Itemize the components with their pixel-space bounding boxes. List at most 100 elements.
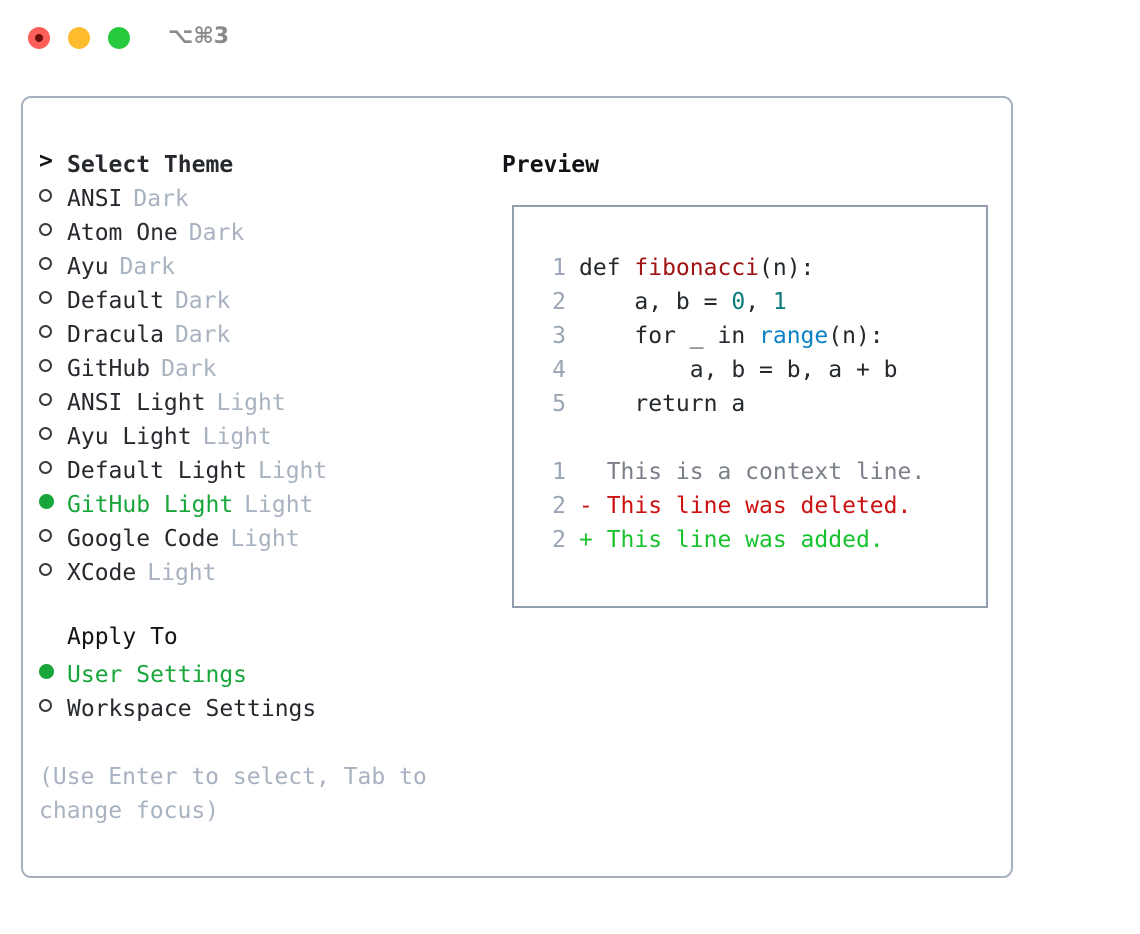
theme-item-label: Dracula	[67, 322, 164, 348]
code-line: 3 for _ in range(n):	[536, 319, 976, 353]
radio-unselected-icon	[39, 182, 67, 216]
theme-item-variant-tag: Dark	[133, 186, 189, 212]
close-window-button[interactable]	[28, 27, 50, 49]
radio-unselected-icon	[39, 386, 67, 420]
preview-column: Preview	[502, 148, 1002, 182]
theme-item-variant-tag: Light	[202, 424, 272, 450]
theme-list-item[interactable]: Ayu Dark	[39, 250, 489, 284]
code-line: 4 a, b = b, a + b	[536, 353, 976, 387]
theme-list-item[interactable]: Default Light Light	[39, 454, 489, 488]
preview-title: Preview	[502, 152, 599, 178]
theme-item-label: Google Code	[67, 526, 220, 552]
list-spacer	[39, 590, 489, 624]
code-token-number: 0	[731, 289, 746, 315]
diff-line-number: 2	[552, 527, 566, 553]
theme-item-variant-tag: Dark	[161, 356, 217, 382]
theme-list-item[interactable]: GitHub Light Light	[39, 488, 489, 522]
theme-item-label: Ayu	[67, 254, 109, 280]
theme-item-label: GitHub	[67, 356, 151, 382]
diff-line: 2 - This line was deleted.	[536, 489, 976, 523]
apply-to-option-label: User Settings	[67, 662, 248, 688]
theme-item-variant-tag: Light	[258, 458, 328, 484]
code-line-text: for _ in range(n):	[579, 319, 884, 353]
theme-item-variant-tag: Dark	[174, 322, 231, 348]
theme-list-item[interactable]: ANSI Light Light	[39, 386, 489, 420]
theme-item-variant-tag: Light	[230, 526, 300, 552]
code-line-text: def fibonacci(n):	[579, 251, 814, 285]
radio-unselected-icon	[39, 216, 67, 250]
code-line-number: 3	[552, 323, 566, 349]
code-token-plain: a, b =	[579, 289, 732, 315]
code-line: 5 return a	[536, 387, 976, 421]
close-icon	[35, 34, 43, 42]
theme-list-item[interactable]: GitHub Dark	[39, 352, 489, 386]
diff-line-text-added: + This line was added.	[579, 527, 884, 553]
theme-list-item[interactable]: XCode Light	[39, 556, 489, 590]
theme-item-variant-tag: Light	[147, 560, 217, 586]
theme-list-item[interactable]: Dracula Dark	[39, 318, 489, 352]
code-diff-spacer	[536, 421, 976, 455]
theme-item-label: ANSI Light	[67, 390, 206, 416]
keyboard-shortcut-label: ⌥⌘3	[168, 24, 230, 49]
radio-selected-icon	[39, 488, 67, 522]
window-titlebar: ⌥⌘3	[0, 0, 1140, 78]
code-token-plain: (n):	[759, 255, 815, 281]
code-token-plain: return a	[579, 391, 746, 417]
theme-item-variant-tag: Light	[216, 390, 286, 416]
diff-line-number: 1	[552, 459, 566, 485]
radio-unselected-icon	[39, 284, 67, 318]
apply-to-option[interactable]: User Settings	[39, 658, 489, 692]
radio-unselected-icon	[39, 250, 67, 284]
theme-list-item[interactable]: Ayu Light Light	[39, 420, 489, 454]
code-token-number: 1	[772, 289, 787, 315]
theme-item-label: ANSI	[67, 186, 123, 212]
theme-list-item[interactable]: ANSI Dark	[39, 182, 489, 216]
code-line-number: 2	[552, 289, 566, 315]
diff-line-number: 2	[552, 493, 566, 519]
theme-item-label: Ayu Light	[67, 424, 192, 450]
code-line-text: return a	[579, 387, 745, 421]
theme-item-variant-tag: Light	[244, 492, 314, 518]
theme-item-label: GitHub Light	[67, 492, 234, 518]
radio-unselected-icon	[39, 556, 67, 590]
theme-item-label: Default Light	[67, 458, 248, 484]
radio-unselected-icon	[39, 692, 67, 726]
theme-list-header: >Select Theme	[39, 148, 489, 182]
code-token-plain: ,	[745, 289, 773, 315]
code-line-text: a, b = 0, 1	[579, 285, 787, 319]
radio-unselected-icon	[39, 420, 67, 454]
radio-unselected-icon	[39, 522, 67, 556]
apply-to-option[interactable]: Workspace Settings	[39, 692, 489, 726]
code-token-function: fibonacci	[634, 255, 760, 281]
diff-line-text-deleted: - This line was deleted.	[579, 493, 912, 519]
diff-line: 2 + This line was added.	[536, 523, 976, 557]
diff-line-text-context: This is a context line.	[579, 459, 926, 485]
code-line: 2 a, b = 0, 1	[536, 285, 976, 319]
code-line-text: a, b = b, a + b	[579, 353, 898, 387]
zoom-window-button[interactable]	[108, 27, 130, 49]
diff-lines-container: 1 This is a context line. 2 - This line wa…	[536, 455, 976, 557]
minimize-window-button[interactable]	[68, 27, 90, 49]
theme-item-variant-tag: Dark	[119, 254, 175, 280]
theme-item-label: XCode	[67, 560, 137, 586]
radio-unselected-icon	[39, 454, 67, 488]
apply-to-option-label: Workspace Settings	[67, 696, 317, 722]
diff-line: 1 This is a context line.	[536, 455, 976, 489]
code-token-plain: def	[579, 255, 635, 281]
code-token-plain: a, b = b, a + b	[579, 357, 898, 383]
code-token-builtin: range	[759, 323, 829, 349]
theme-list-item[interactable]: Google Code Light	[39, 522, 489, 556]
prompt-caret-icon: >	[39, 148, 53, 174]
code-token-plain: (n):	[828, 323, 884, 349]
code-line-number: 4	[552, 357, 566, 383]
code-line-number: 5	[552, 391, 566, 417]
